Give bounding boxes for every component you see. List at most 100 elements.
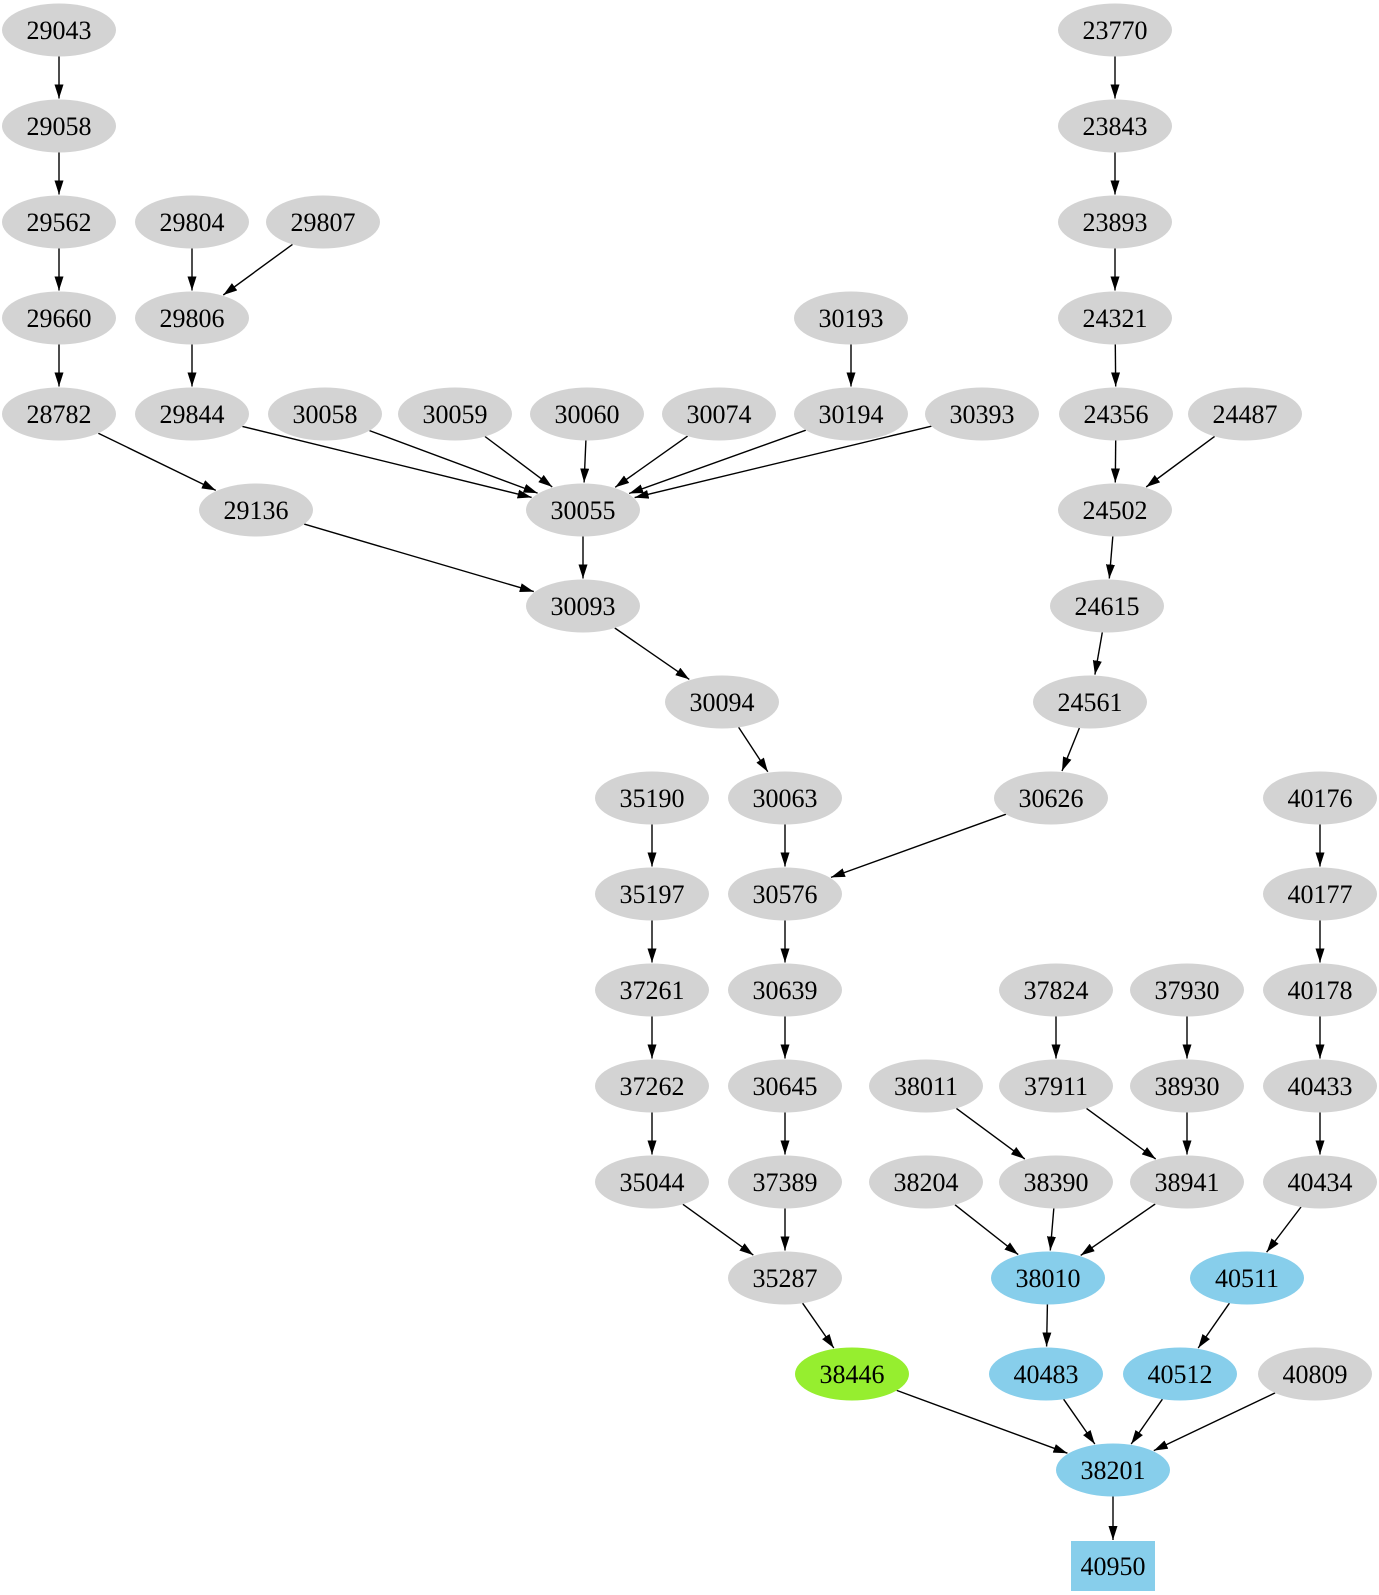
node-label-30393: 30393 [950, 400, 1015, 429]
node-ellipse-29806 [135, 291, 249, 345]
node-40512: 40512 [1123, 1347, 1237, 1401]
node-30639: 30639 [728, 963, 842, 1017]
node-label-40433: 40433 [1288, 1072, 1353, 1101]
node-label-38201: 38201 [1081, 1456, 1146, 1485]
edge-30393-30055 [634, 425, 932, 499]
node-ellipse-29660 [2, 291, 116, 345]
node-30576: 30576 [728, 867, 842, 921]
node-ellipse-37911 [999, 1059, 1113, 1113]
edge-28782-29136 [97, 432, 217, 492]
node-29844: 29844 [135, 387, 249, 441]
node-label-40809: 40809 [1283, 1360, 1348, 1389]
node-ellipse-30626 [994, 771, 1108, 825]
node-ellipse-30639 [728, 963, 842, 1017]
node-label-30055: 30055 [551, 496, 616, 525]
node-label-35287: 35287 [753, 1264, 818, 1293]
node-label-37389: 37389 [753, 1168, 818, 1197]
node-24615: 24615 [1050, 579, 1164, 633]
node-30059: 30059 [398, 387, 512, 441]
node-label-28782: 28782 [27, 400, 92, 429]
node-38010: 38010 [991, 1251, 1105, 1305]
node-ellipse-29058 [2, 99, 116, 153]
node-label-40512: 40512 [1148, 1360, 1213, 1389]
node-ellipse-30194 [794, 387, 908, 441]
node-35287: 35287 [728, 1251, 842, 1305]
node-label-38941: 38941 [1155, 1168, 1220, 1197]
node-label-35197: 35197 [620, 880, 685, 909]
node-29806: 29806 [135, 291, 249, 345]
edge-24487-24502 [1145, 435, 1216, 488]
edge-40434-40511 [1266, 1206, 1302, 1253]
node-ellipse-30058 [268, 387, 382, 441]
node-ellipse-38011 [869, 1059, 983, 1113]
node-ellipse-28782 [2, 387, 116, 441]
node-30194: 30194 [794, 387, 908, 441]
node-38204: 38204 [869, 1155, 983, 1209]
node-30626: 30626 [994, 771, 1108, 825]
node-ellipse-24356 [1059, 387, 1173, 441]
node-ellipse-29043 [2, 3, 116, 57]
node-label-24487: 24487 [1213, 400, 1278, 429]
node-label-40176: 40176 [1288, 784, 1353, 813]
edge-38204-38010 [954, 1204, 1019, 1256]
node-ellipse-35287 [728, 1251, 842, 1305]
node-40434: 40434 [1263, 1155, 1377, 1209]
node-label-29806: 29806 [160, 304, 225, 333]
node-box-40950 [1071, 1541, 1155, 1591]
node-ellipse-37389 [728, 1155, 842, 1209]
edge-37911-38941 [1086, 1107, 1157, 1160]
node-label-37911: 37911 [1024, 1072, 1088, 1101]
node-label-29804: 29804 [160, 208, 225, 237]
node-40950: 40950 [1071, 1541, 1155, 1591]
edge-29807-29806 [222, 243, 293, 296]
node-label-30645: 30645 [753, 1072, 818, 1101]
edge-38446-38201 [896, 1389, 1068, 1454]
edge-24561-30626 [1061, 727, 1081, 772]
node-label-29136: 29136 [224, 496, 289, 525]
node-label-29844: 29844 [160, 400, 225, 429]
edge-24502-24615 [1105, 536, 1115, 579]
edge-30060-30055 [580, 440, 590, 483]
node-label-24321: 24321 [1083, 304, 1148, 333]
node-label-40511: 40511 [1215, 1264, 1279, 1293]
node-37389: 37389 [728, 1155, 842, 1209]
node-ellipse-35044 [595, 1155, 709, 1209]
node-24561: 24561 [1033, 675, 1147, 729]
node-ellipse-30576 [728, 867, 842, 921]
node-29807: 29807 [266, 195, 380, 249]
edge-30074-30055 [614, 435, 689, 488]
node-label-23770: 23770 [1083, 16, 1148, 45]
edge-30058-30055 [369, 429, 538, 494]
node-label-30059: 30059 [423, 400, 488, 429]
node-30093: 30093 [526, 579, 640, 633]
node-ellipse-30074 [662, 387, 776, 441]
node-35197: 35197 [595, 867, 709, 921]
node-ellipse-37930 [1130, 963, 1244, 1017]
node-label-30194: 30194 [819, 400, 884, 429]
node-ellipse-30059 [398, 387, 512, 441]
node-label-30074: 30074 [687, 400, 752, 429]
node-40176: 40176 [1263, 771, 1377, 825]
node-29562: 29562 [2, 195, 116, 249]
node-ellipse-37261 [595, 963, 709, 1017]
node-30055: 30055 [526, 483, 640, 537]
node-ellipse-30393 [925, 387, 1039, 441]
node-label-30626: 30626 [1019, 784, 1084, 813]
node-ellipse-40433 [1263, 1059, 1377, 1113]
node-ellipse-29136 [199, 483, 313, 537]
edge-40512-38201 [1130, 1398, 1163, 1445]
node-ellipse-37824 [999, 963, 1113, 1017]
node-ellipse-30093 [526, 579, 640, 633]
node-ellipse-23893 [1058, 195, 1172, 249]
node-ellipse-35197 [595, 867, 709, 921]
node-38930: 38930 [1130, 1059, 1244, 1113]
node-ellipse-30193 [794, 291, 908, 345]
node-24356: 24356 [1059, 387, 1173, 441]
edge-38941-38010 [1080, 1203, 1156, 1256]
edge-40511-40512 [1197, 1302, 1230, 1349]
node-ellipse-38446 [795, 1347, 909, 1401]
node-label-35190: 35190 [620, 784, 685, 813]
node-label-24561: 24561 [1058, 688, 1123, 717]
